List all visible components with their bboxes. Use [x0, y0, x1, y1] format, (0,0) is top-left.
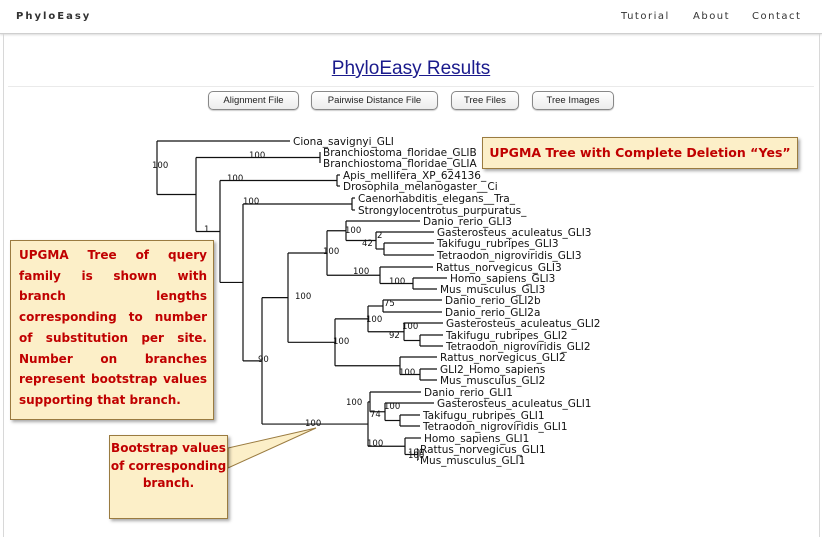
- bootstrap-value: 100: [389, 277, 405, 287]
- page-title-link[interactable]: PhyloEasy Results: [331, 58, 491, 79]
- bootstrap-value: 100: [408, 448, 424, 458]
- bootstrap-value: 100: [243, 197, 259, 207]
- taxon-label: Branchiostoma_floridae_GLIA: [323, 158, 477, 170]
- nav-about-link[interactable]: About: [693, 11, 731, 22]
- brand-logo[interactable]: PhyloEasy: [16, 11, 92, 22]
- taxon-label: Homo_sapiens_GLI1: [424, 433, 529, 445]
- bootstrap-value: 100: [323, 247, 339, 257]
- taxon-label: Rattus_norvegicus_GLI1: [420, 444, 546, 456]
- taxon-label: Mus_musculus_GLI2: [440, 375, 545, 387]
- taxon-label: Danio_rerio_GLI1: [424, 387, 513, 399]
- callout-pointer: [227, 427, 317, 469]
- taxon-label: Caenorhabditis_elegans__Tra_: [358, 193, 516, 205]
- taxon-label: GLI2_Homo_sapiens: [440, 364, 545, 376]
- taxon-label: Takifugu_rubripes_GLI1: [422, 410, 545, 422]
- bootstrap-value: 100: [249, 151, 265, 161]
- taxon-label: Apis_mellifera_XP_624136_: [343, 170, 487, 182]
- taxon-label: Danio_rerio_GLI2a: [445, 307, 540, 319]
- taxon-label: Branchiostoma_floridae_GLIB: [323, 147, 477, 159]
- bootstrap-value: 92: [389, 331, 400, 341]
- annotation-tree-description-box: UPGMA Tree of query family is shown with…: [10, 240, 214, 420]
- bootstrap-value: 100: [333, 337, 349, 347]
- bootstrap-value: 100: [366, 315, 382, 325]
- bootstrap-value: 100: [408, 451, 424, 461]
- annotation-bootstrap-box: Bootstrap values of corresponding branch…: [109, 435, 228, 519]
- bootstrap-value: 100: [346, 398, 362, 408]
- bootstrap-value: 74: [370, 410, 381, 420]
- taxon-label: Mus_musculus_GLI1: [420, 455, 525, 467]
- bootstrap-value: 42: [362, 239, 373, 249]
- tree-images-button[interactable]: Tree Images: [532, 91, 614, 110]
- taxon-label: Gasterosteus_aculeatus_GLI1: [437, 398, 591, 410]
- bootstrap-value: 100: [295, 292, 311, 302]
- taxon-label: Mus_musculus_GLI3: [440, 284, 545, 296]
- bootstrap-value: 100: [305, 419, 321, 429]
- bootstrap-value: 100: [402, 322, 418, 332]
- bootstrap-value: 100: [384, 402, 400, 412]
- annotation-deletion-box: UPGMA Tree with Complete Deletion “Yes”: [482, 137, 798, 169]
- page-title[interactable]: PhyloEasy Results: [0, 58, 822, 80]
- tree-files-button[interactable]: Tree Files: [451, 91, 519, 110]
- taxon-label: Strongylocentrotus_purpuratus_: [358, 205, 527, 217]
- bootstrap-value: 100: [345, 226, 361, 236]
- taxon-label: Drosophila_melanogaster__Ci: [343, 181, 498, 193]
- title-divider: [8, 86, 814, 87]
- nav-tutorial-link[interactable]: Tutorial: [621, 11, 670, 22]
- taxon-label: Danio_rerio_GLI2b: [445, 295, 541, 307]
- alignment-file-button[interactable]: Alignment File: [208, 91, 299, 110]
- taxon-label: Tetraodon_nigroviridis_GLI3: [436, 250, 582, 262]
- taxon-label: Takifugu_rubripes_GLI2: [445, 330, 568, 342]
- bootstrap-value: 1: [204, 225, 209, 235]
- top-navbar: PhyloEasy Tutorial About Contact: [0, 0, 822, 34]
- bootstrap-value: 100: [152, 161, 168, 171]
- nav-contact-link[interactable]: Contact: [752, 11, 802, 22]
- taxon-label: Rattus_norvegicus_GLI2: [440, 352, 566, 364]
- bootstrap-value: 100: [399, 368, 415, 378]
- taxon-label: Gasterosteus_aculeatus_GLI3: [437, 227, 591, 239]
- taxon-label: Tetraodon_nigroviridis_GLI2: [445, 341, 591, 353]
- pairwise-distance-file-button[interactable]: Pairwise Distance File: [311, 91, 438, 110]
- taxon-label: Rattus_norvegicus_GLI3: [436, 262, 562, 274]
- taxon-label: Danio_rerio_GLI3: [423, 216, 512, 228]
- bootstrap-value: 100: [227, 174, 243, 184]
- taxon-label: Takifugu_rubripes_GLI3: [436, 238, 559, 250]
- taxon-label: Gasterosteus_aculeatus_GLI2: [446, 318, 600, 330]
- bootstrap-value: 100: [367, 439, 383, 449]
- content-frame: [3, 34, 820, 537]
- bootstrap-value: 2: [377, 231, 382, 241]
- bootstrap-value: 90: [258, 355, 269, 365]
- bootstrap-value: 100: [353, 267, 369, 277]
- taxon-label: Homo_sapiens_GLI3: [450, 273, 555, 285]
- taxon-label: Ciona_savignyi_GLI: [293, 136, 394, 148]
- bootstrap-value: 75: [384, 299, 395, 309]
- taxon-label: Tetraodon_nigroviridis_GLI1: [422, 421, 568, 433]
